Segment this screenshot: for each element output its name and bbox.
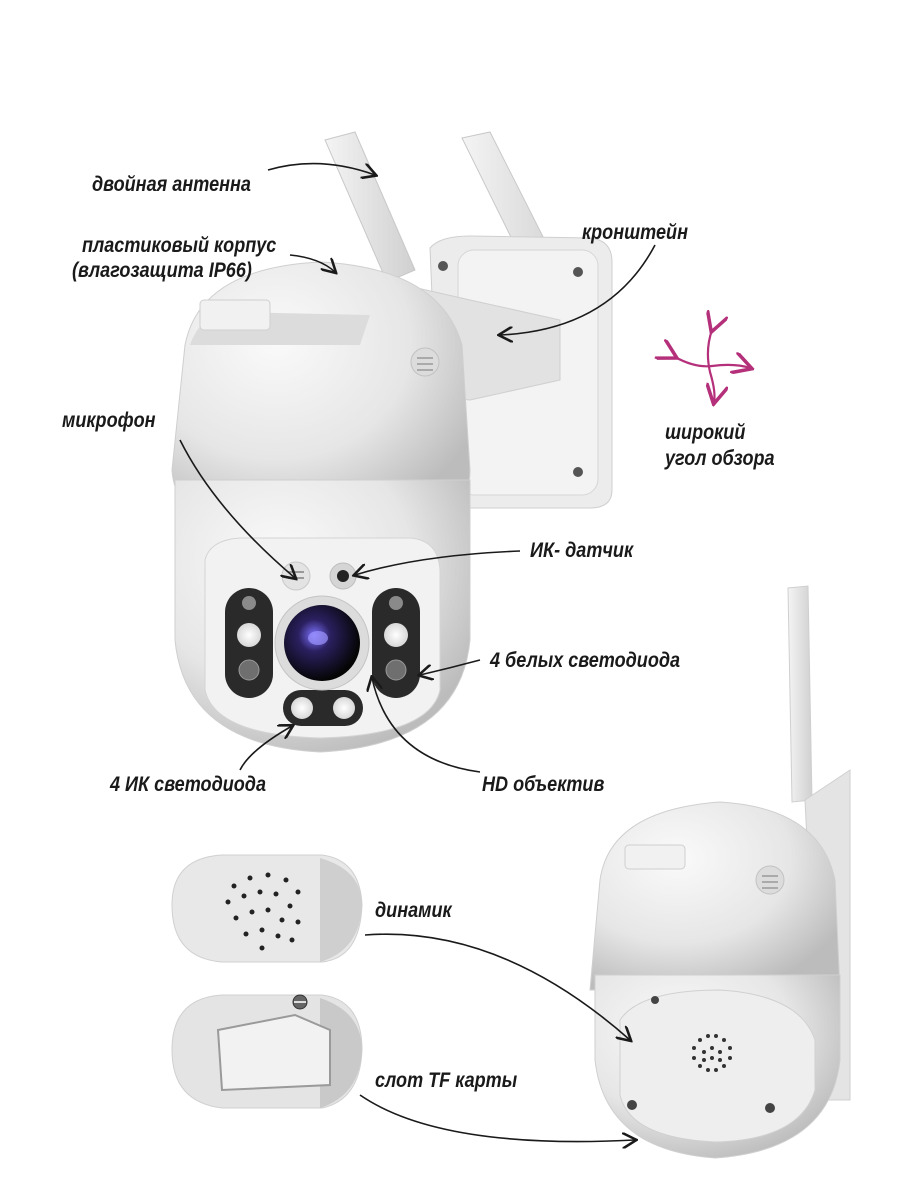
speaker-detail-inset: [171, 854, 363, 963]
side-camera: [589, 585, 851, 1159]
callout-arrows: [179, 162, 656, 1142]
label-wide-angle-line2: угол обзора: [665, 447, 775, 470]
label-speaker: динамик: [375, 899, 452, 922]
label-housing-line1: пластиковый корпус: [82, 234, 277, 257]
face-plate: [204, 537, 441, 739]
label-ir-leds: 4 ИК светодиода: [110, 773, 267, 796]
main-camera: [171, 131, 613, 753]
label-ir-sensor: ИК- датчик: [530, 539, 634, 562]
label-hd-lens: HD объектив: [482, 773, 605, 796]
tf-slot-detail-inset: [171, 994, 363, 1109]
label-bracket: кронштейн: [582, 221, 688, 244]
speaker-grille: [692, 1034, 732, 1072]
label-wide-angle-line1: широкий: [665, 421, 746, 444]
label-microphone: микрофон: [62, 409, 156, 432]
label-white-leds: 4 белых светодиода: [490, 649, 681, 672]
label-tf-slot: слот TF карты: [375, 1069, 518, 1092]
label-antenna: двойная антенна: [92, 173, 251, 196]
label-housing-line2: (влагозащита IP66): [72, 259, 252, 282]
rotate-arrows-icon: [675, 330, 750, 402]
